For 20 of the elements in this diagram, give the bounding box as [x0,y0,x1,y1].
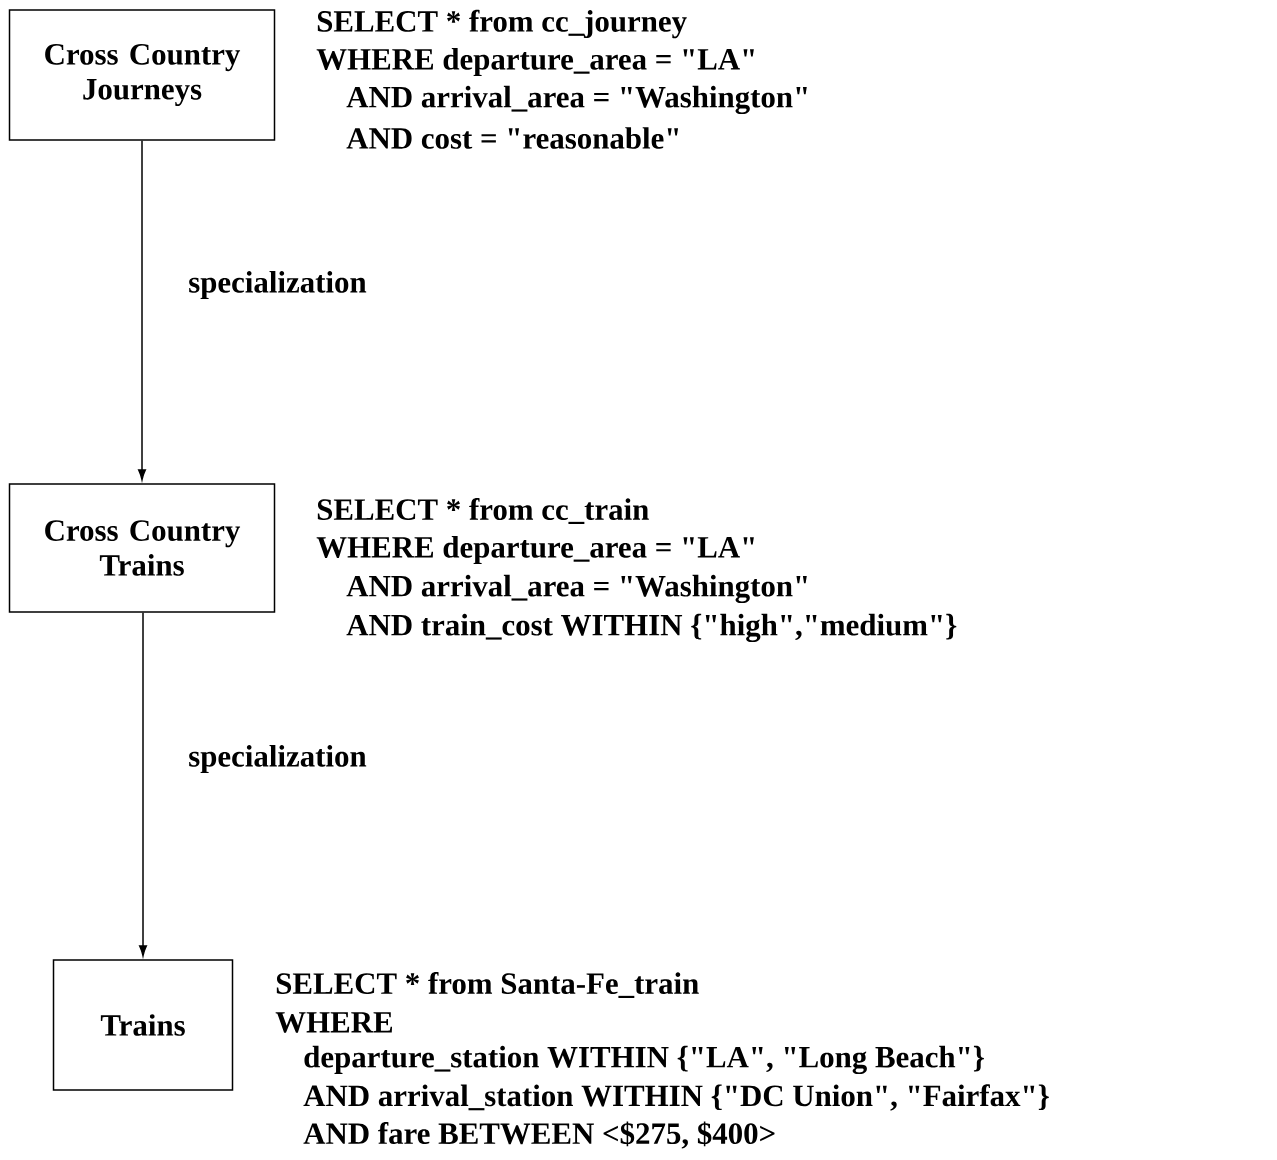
query-text: AND arrival_station WITHIN {"DC Union", "Fairfax"} [303,1084,1049,1111]
query-text: AND fare BETWEEN <$275, $400> [303,1121,775,1149]
query-text: AND arrival_area = "Washington" [346,85,807,115]
query-text: AND cost = "reasonable" [346,127,679,149]
query-text: SELECT * from Santa-Fe_train [276,971,699,998]
query-text: departure_station WITHIN {"LA", "Long Beach"} [304,1045,984,1075]
query-text: AND arrival_area = "Washington" [346,574,807,604]
edge-label: specialization [187,744,368,774]
query-text: WHERE [275,1012,393,1033]
arrow [138,612,148,957]
query-text: SELECT * from cc_journey [317,9,687,39]
entity-box: Cross Country Journeys [8,9,276,141]
query-text: AND train_cost WITHIN {"high","medium"} [346,613,957,643]
entity-box: Cross Country Trains [8,483,276,613]
query-text: WHERE departure_area = "LA" [316,48,754,76]
entity-box: Trains [52,959,234,1091]
query-text: SELECT * from cc_train [317,498,649,524]
query-text: WHERE departure_area = "LA" [316,536,754,564]
edge-label: specialization [187,270,368,300]
arrow [137,140,147,481]
